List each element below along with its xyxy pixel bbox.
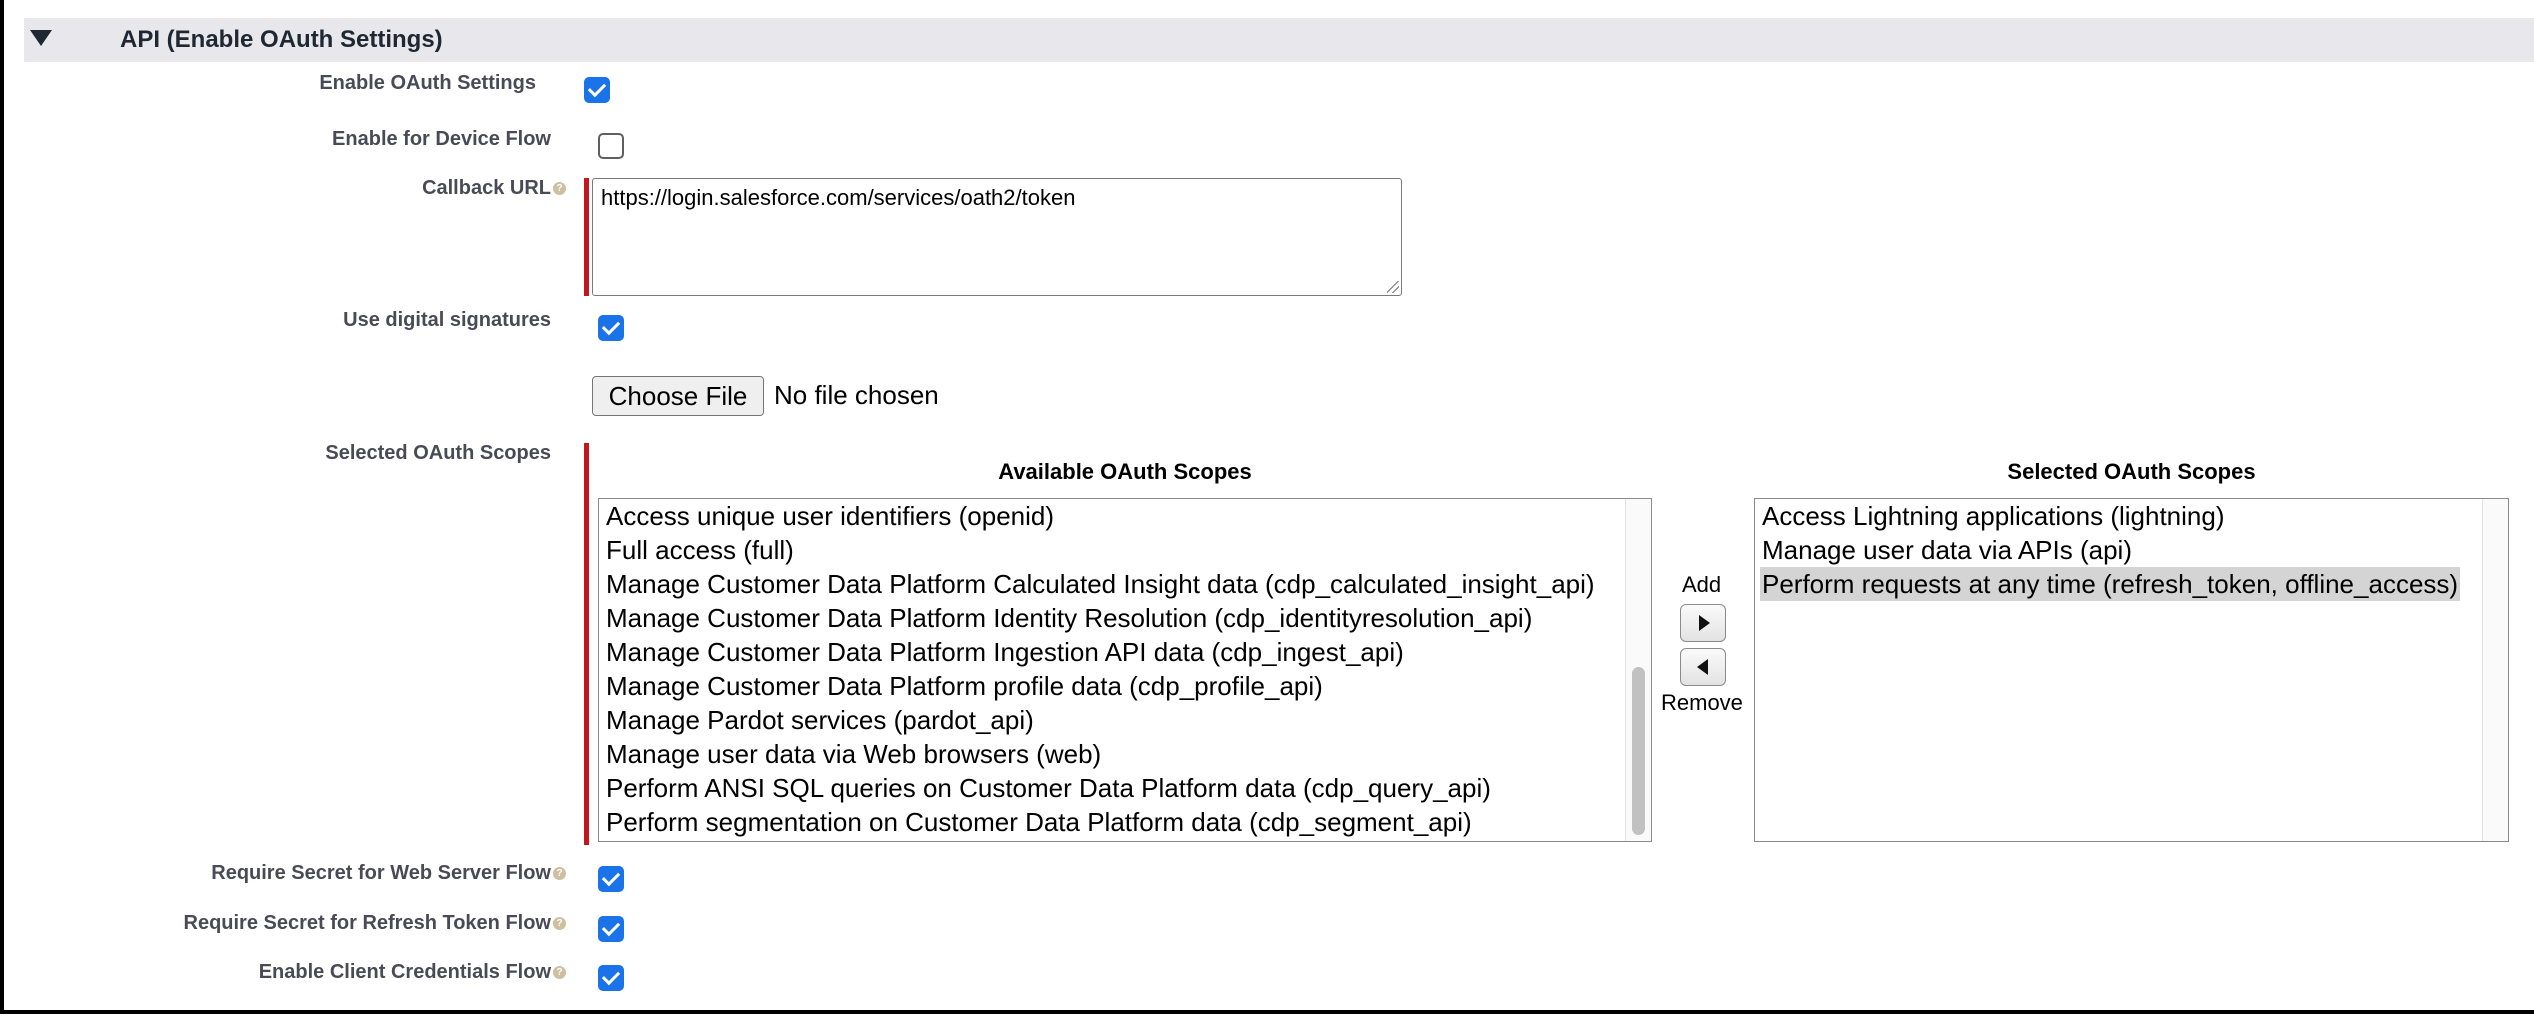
section-header[interactable]: API (Enable OAuth Settings) bbox=[24, 18, 2534, 62]
arrow-right-icon bbox=[1699, 615, 1710, 631]
selected-scopes-listbox[interactable]: Access Lightning applications (lightning… bbox=[1754, 498, 2509, 842]
remove-caption: Remove bbox=[1661, 690, 1743, 715]
help-icon[interactable]: ? bbox=[553, 182, 566, 196]
section-title: API (Enable OAuth Settings) bbox=[120, 26, 443, 53]
scope-option[interactable]: Manage Customer Data Platform Identity R… bbox=[606, 603, 1533, 633]
scope-option[interactable]: Perform requests at any time (refresh_to… bbox=[1760, 567, 2461, 601]
selected-scopes-scrollbar[interactable] bbox=[2482, 499, 2508, 841]
scrollbar-thumb[interactable] bbox=[1632, 667, 1645, 835]
required-indicator bbox=[584, 178, 589, 296]
digital-signatures-checkbox[interactable] bbox=[598, 315, 624, 341]
help-icon[interactable]: ? bbox=[553, 867, 566, 881]
client-credentials-checkbox[interactable] bbox=[598, 965, 624, 991]
callback-url-label-text: Callback URL bbox=[422, 177, 551, 199]
enable-oauth-checkbox[interactable] bbox=[584, 77, 610, 103]
help-icon[interactable]: ? bbox=[553, 966, 566, 980]
scopes-label: Selected OAuth Scopes bbox=[325, 442, 551, 464]
enable-oauth-label: Enable OAuth Settings bbox=[319, 72, 536, 94]
add-scope-button[interactable] bbox=[1680, 604, 1726, 642]
selected-scopes-title: Selected OAuth Scopes bbox=[2007, 459, 2256, 484]
secret-web-server-checkbox[interactable] bbox=[598, 866, 624, 892]
scope-option[interactable]: Access Lightning applications (lightning… bbox=[1762, 501, 2225, 531]
callback-url-textarea[interactable]: https://login.salesforce.com/services/oa… bbox=[592, 178, 1402, 296]
collapse-triangle-icon[interactable] bbox=[30, 30, 52, 46]
secret-refresh-checkbox[interactable] bbox=[598, 916, 624, 942]
scope-option[interactable]: Manage user data via Web browsers (web) bbox=[606, 739, 1102, 769]
scope-option[interactable]: Perform ANSI SQL queries on Customer Dat… bbox=[606, 773, 1491, 803]
file-status-text: No file chosen bbox=[774, 380, 939, 410]
scope-option[interactable]: Manage Customer Data Platform profile da… bbox=[606, 671, 1323, 701]
required-indicator bbox=[584, 443, 589, 845]
client-credentials-label: Enable Client Credentials Flow? bbox=[259, 961, 566, 984]
client-credentials-label-text: Enable Client Credentials Flow bbox=[258, 961, 551, 983]
secret-refresh-label-text: Require Secret for Refresh Token Flow bbox=[183, 912, 552, 934]
scope-option[interactable]: Manage Pardot services (pardot_api) bbox=[606, 705, 1034, 735]
digital-signatures-label: Use digital signatures bbox=[343, 309, 551, 331]
device-flow-label: Enable for Device Flow bbox=[332, 128, 551, 150]
arrow-left-icon bbox=[1697, 659, 1708, 675]
scope-option[interactable]: Full access (full) bbox=[606, 535, 794, 565]
frame-left-border bbox=[0, 0, 4, 1014]
add-caption: Add bbox=[1682, 572, 1722, 597]
available-scopes-scrollbar[interactable] bbox=[1625, 499, 1651, 841]
device-flow-checkbox[interactable] bbox=[598, 133, 624, 159]
remove-scope-button[interactable] bbox=[1680, 648, 1726, 686]
callback-url-value: https://login.salesforce.com/services/oa… bbox=[601, 185, 1076, 210]
resize-grip-icon[interactable] bbox=[1387, 281, 1399, 293]
secret-web-server-label: Require Secret for Web Server Flow? bbox=[211, 862, 566, 885]
callback-url-label: Callback URL? bbox=[422, 177, 566, 200]
scope-option[interactable]: Perform segmentation on Customer Data Pl… bbox=[606, 807, 1472, 837]
secret-web-server-label-text: Require Secret for Web Server Flow bbox=[211, 862, 551, 884]
frame-bottom-border bbox=[0, 1010, 2534, 1014]
scope-option[interactable]: Manage Customer Data Platform Calculated… bbox=[606, 569, 1595, 599]
scope-option[interactable]: Manage user data via APIs (api) bbox=[1762, 535, 2132, 565]
scope-option[interactable]: Manage Customer Data Platform Ingestion … bbox=[606, 637, 1404, 667]
help-icon[interactable]: ? bbox=[553, 917, 566, 931]
secret-refresh-label: Require Secret for Refresh Token Flow? bbox=[183, 912, 566, 935]
available-scopes-listbox[interactable]: Access unique user identifiers (openid) F… bbox=[598, 498, 1652, 842]
scope-option[interactable]: Access unique user identifiers (openid) bbox=[606, 501, 1055, 531]
choose-file-button[interactable]: Choose File bbox=[592, 376, 764, 416]
available-scopes-title: Available OAuth Scopes bbox=[998, 459, 1252, 484]
